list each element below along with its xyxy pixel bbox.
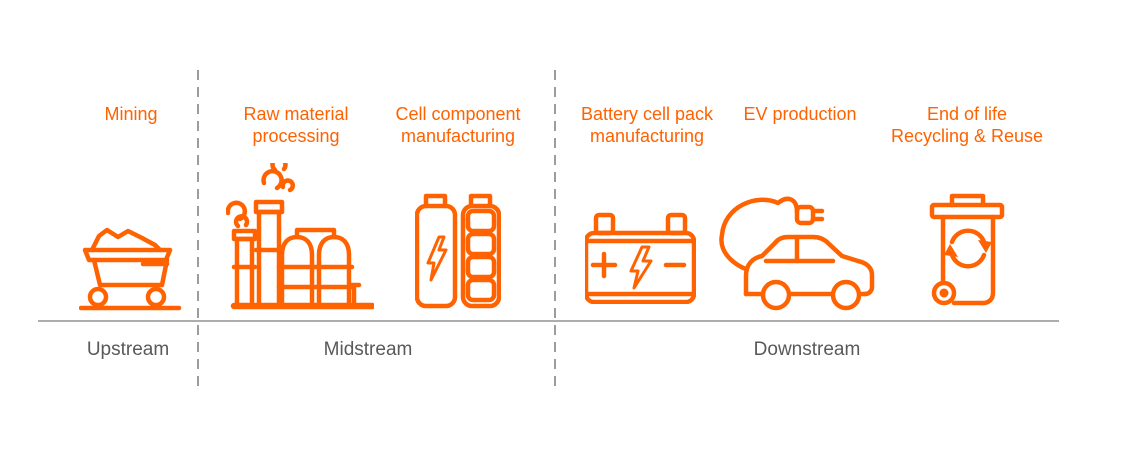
stage-label-end-of-life: End of life Recycling & Reuse xyxy=(890,104,1044,146)
stage-label-mining: Mining xyxy=(104,104,158,124)
ev-car-icon xyxy=(716,191,880,313)
divider-midstream-downstream xyxy=(554,70,556,386)
mine-cart-icon xyxy=(79,226,183,312)
stage-label-cell-component-manufacturing: Cell component manufacturing xyxy=(395,104,521,146)
stream-label-midstream: Midstream xyxy=(323,339,413,360)
divider-upstream-midstream xyxy=(197,70,199,386)
stage-label-raw-material-processing: Raw material processing xyxy=(243,104,349,146)
stage-label-ev-production: EV production xyxy=(743,104,857,124)
battery-cells-icon xyxy=(415,193,501,309)
stream-label-upstream: Upstream xyxy=(86,339,170,360)
stream-label-downstream: Downstream xyxy=(753,339,861,360)
refinery-icon xyxy=(226,163,374,311)
recycling-bin-icon xyxy=(927,191,1007,311)
stage-label-battery-cell-pack-manufacturing: Battery cell pack manufacturing xyxy=(580,104,714,146)
stream-baseline xyxy=(38,320,1059,322)
battery-pack-icon xyxy=(585,208,696,304)
